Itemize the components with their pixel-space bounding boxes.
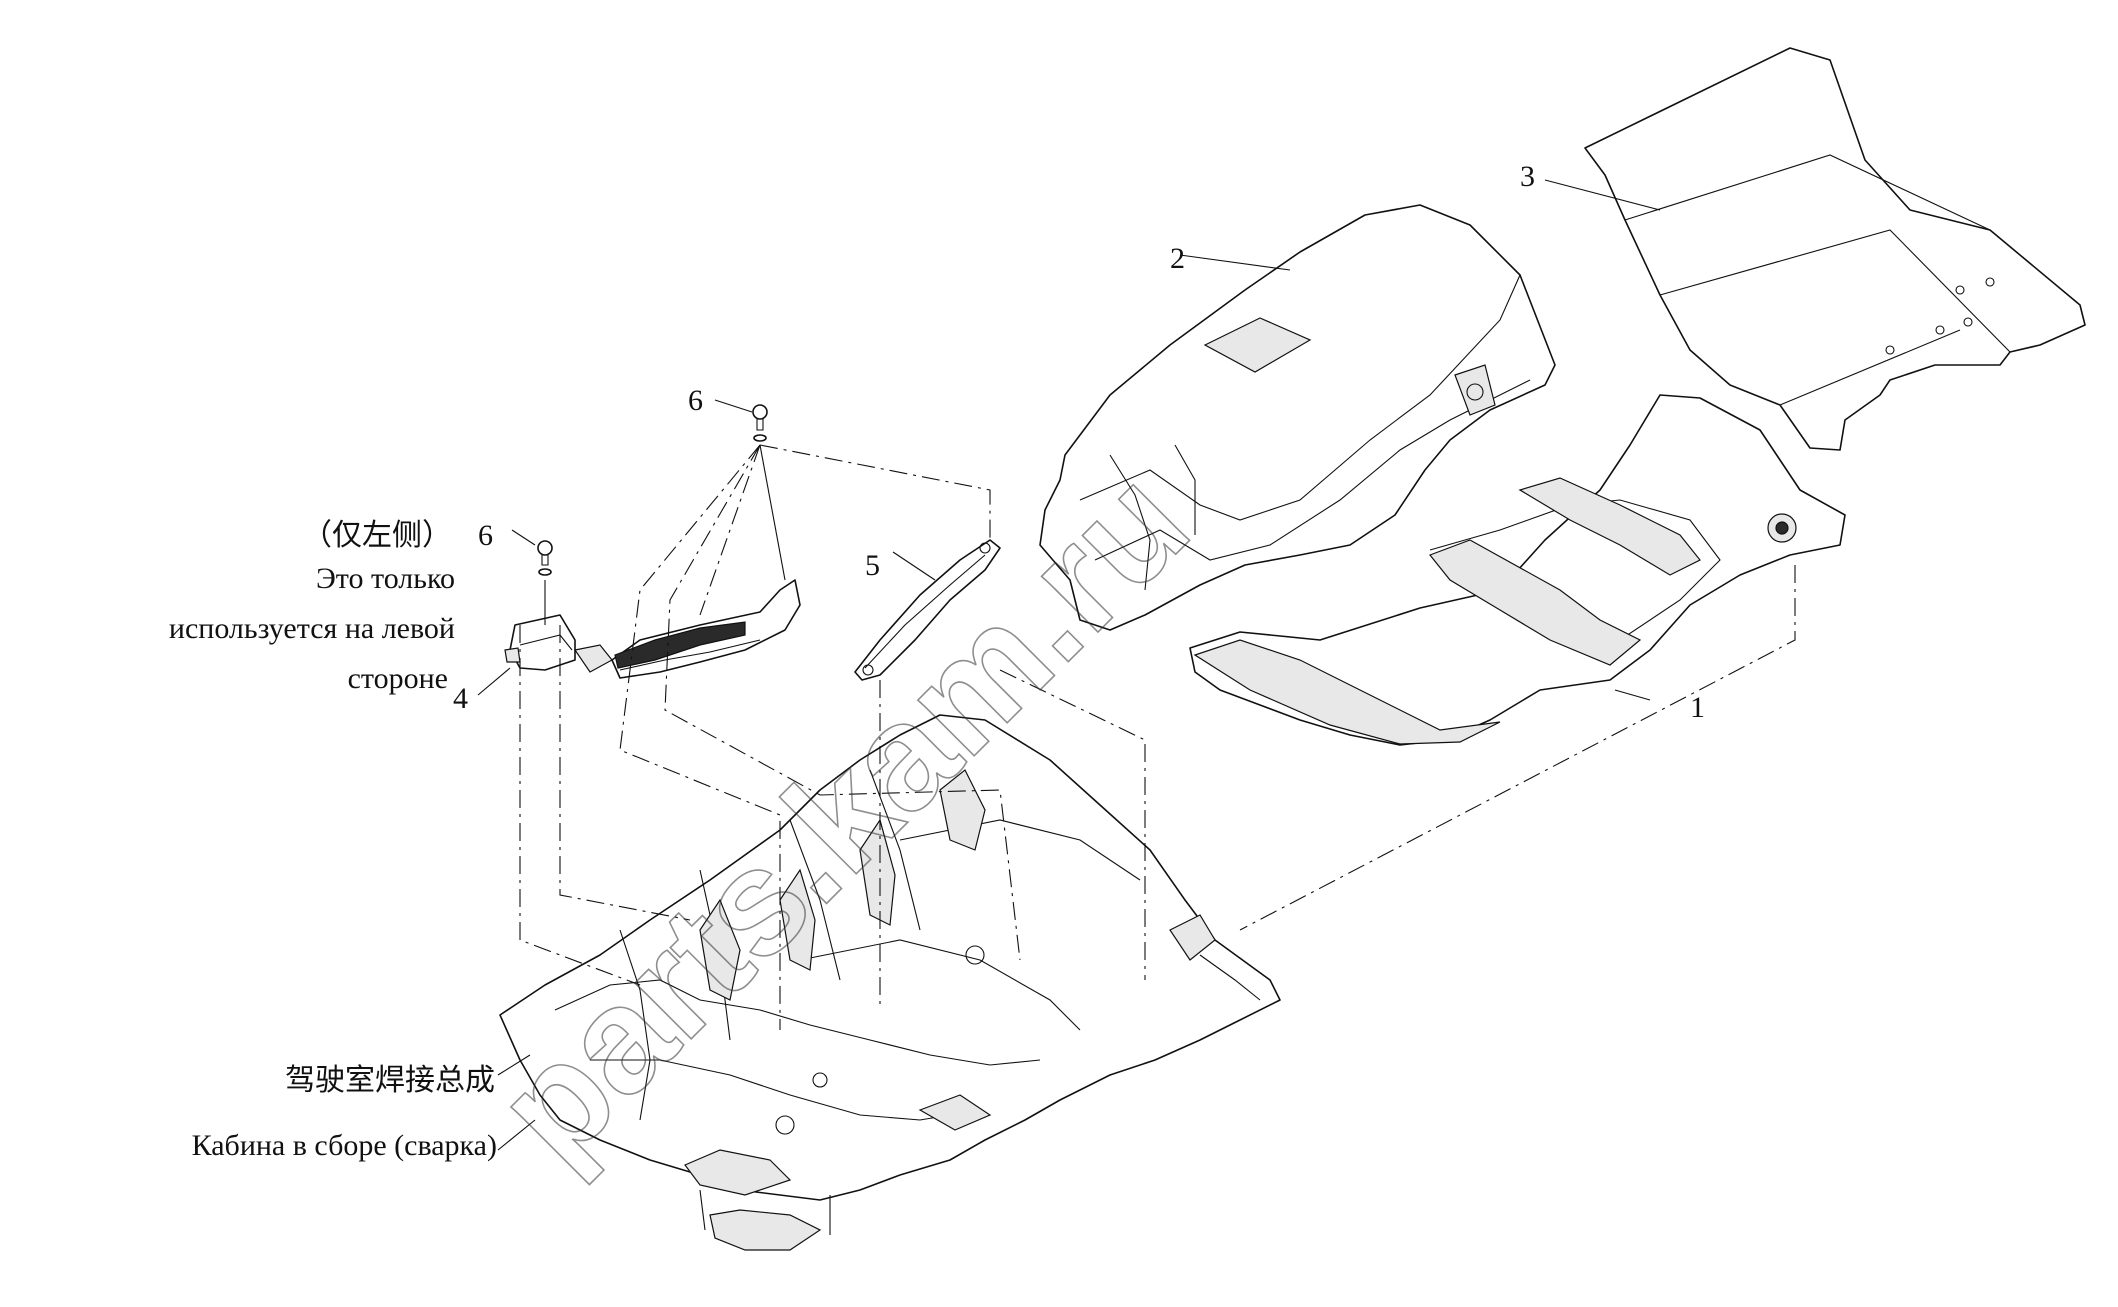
note-left-only-ru-line1: Это только bbox=[316, 562, 455, 595]
note-cab-cn: 驾驶室焊接总成 bbox=[285, 1064, 495, 1097]
note-cab-ru: Кабина в сборе (сварка) bbox=[192, 1129, 497, 1162]
callout-4: 4 bbox=[453, 682, 468, 715]
callout-6-top: 6 bbox=[688, 384, 703, 417]
callout-1: 1 bbox=[1690, 691, 1705, 724]
part-5-reinforcement-strip bbox=[854, 539, 1001, 681]
callout-leaders bbox=[477, 179, 1661, 1151]
callout-3: 3 bbox=[1520, 160, 1535, 193]
note-left-only-cn: （仅左侧） bbox=[302, 519, 452, 552]
note-left-only-ru-line2: используется на левой bbox=[169, 612, 455, 645]
fastener-6-top bbox=[752, 404, 768, 442]
callout-5: 5 bbox=[865, 549, 880, 582]
part-2-front-floor-cover bbox=[1039, 204, 1556, 631]
floor-tray-bracket bbox=[611, 579, 801, 679]
fastener-6-left bbox=[537, 540, 553, 576]
cab-weld-assembly bbox=[499, 714, 1281, 1251]
part-4-left-bracket bbox=[504, 614, 613, 673]
callout-6-left: 6 bbox=[478, 519, 493, 552]
part-3-rear-floor-panel bbox=[1584, 47, 2086, 451]
callout-2: 2 bbox=[1170, 242, 1185, 275]
part-1-floor-heat-shield bbox=[1189, 394, 1846, 746]
assembly-guide-lines bbox=[519, 444, 1796, 1030]
note-left-only-ru-line3: стороне bbox=[348, 662, 448, 695]
